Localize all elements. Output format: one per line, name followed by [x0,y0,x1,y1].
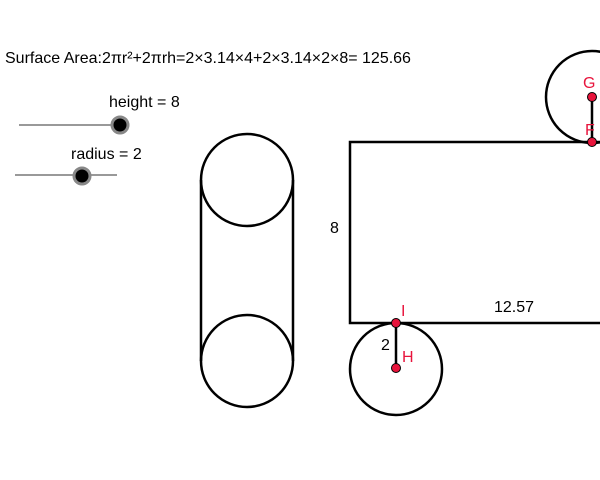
point-G[interactable] [587,92,597,102]
point-I[interactable] [391,318,401,328]
height-slider-label: height = 8 [109,94,180,111]
cylinder [199,132,295,409]
point-G-label: G [583,75,595,92]
rect-width-label: 12.57 [494,299,534,316]
cylinder-bottom-circle [199,313,295,409]
point-H[interactable] [391,363,401,373]
net [348,49,600,417]
radius-slider-label: radius = 2 [71,146,142,163]
radius-slider-knob[interactable] [72,166,92,186]
rect-height-label: 8 [330,220,339,237]
cylinder-top-circle [199,132,295,228]
point-F[interactable] [587,137,597,147]
surface-area-formula: Surface Area:2πr²+2πrh=2×3.14×4+2×3.14×2… [5,50,411,67]
radius-segment-label: 2 [381,337,390,354]
points [391,92,597,373]
height-slider[interactable] [19,115,130,135]
net-rectangle [348,140,600,325]
point-H-label: H [402,349,414,366]
height-slider-knob[interactable] [110,115,130,135]
point-I-label: I [401,303,405,320]
point-F-label: F [585,122,595,139]
radius-slider[interactable] [15,166,117,186]
